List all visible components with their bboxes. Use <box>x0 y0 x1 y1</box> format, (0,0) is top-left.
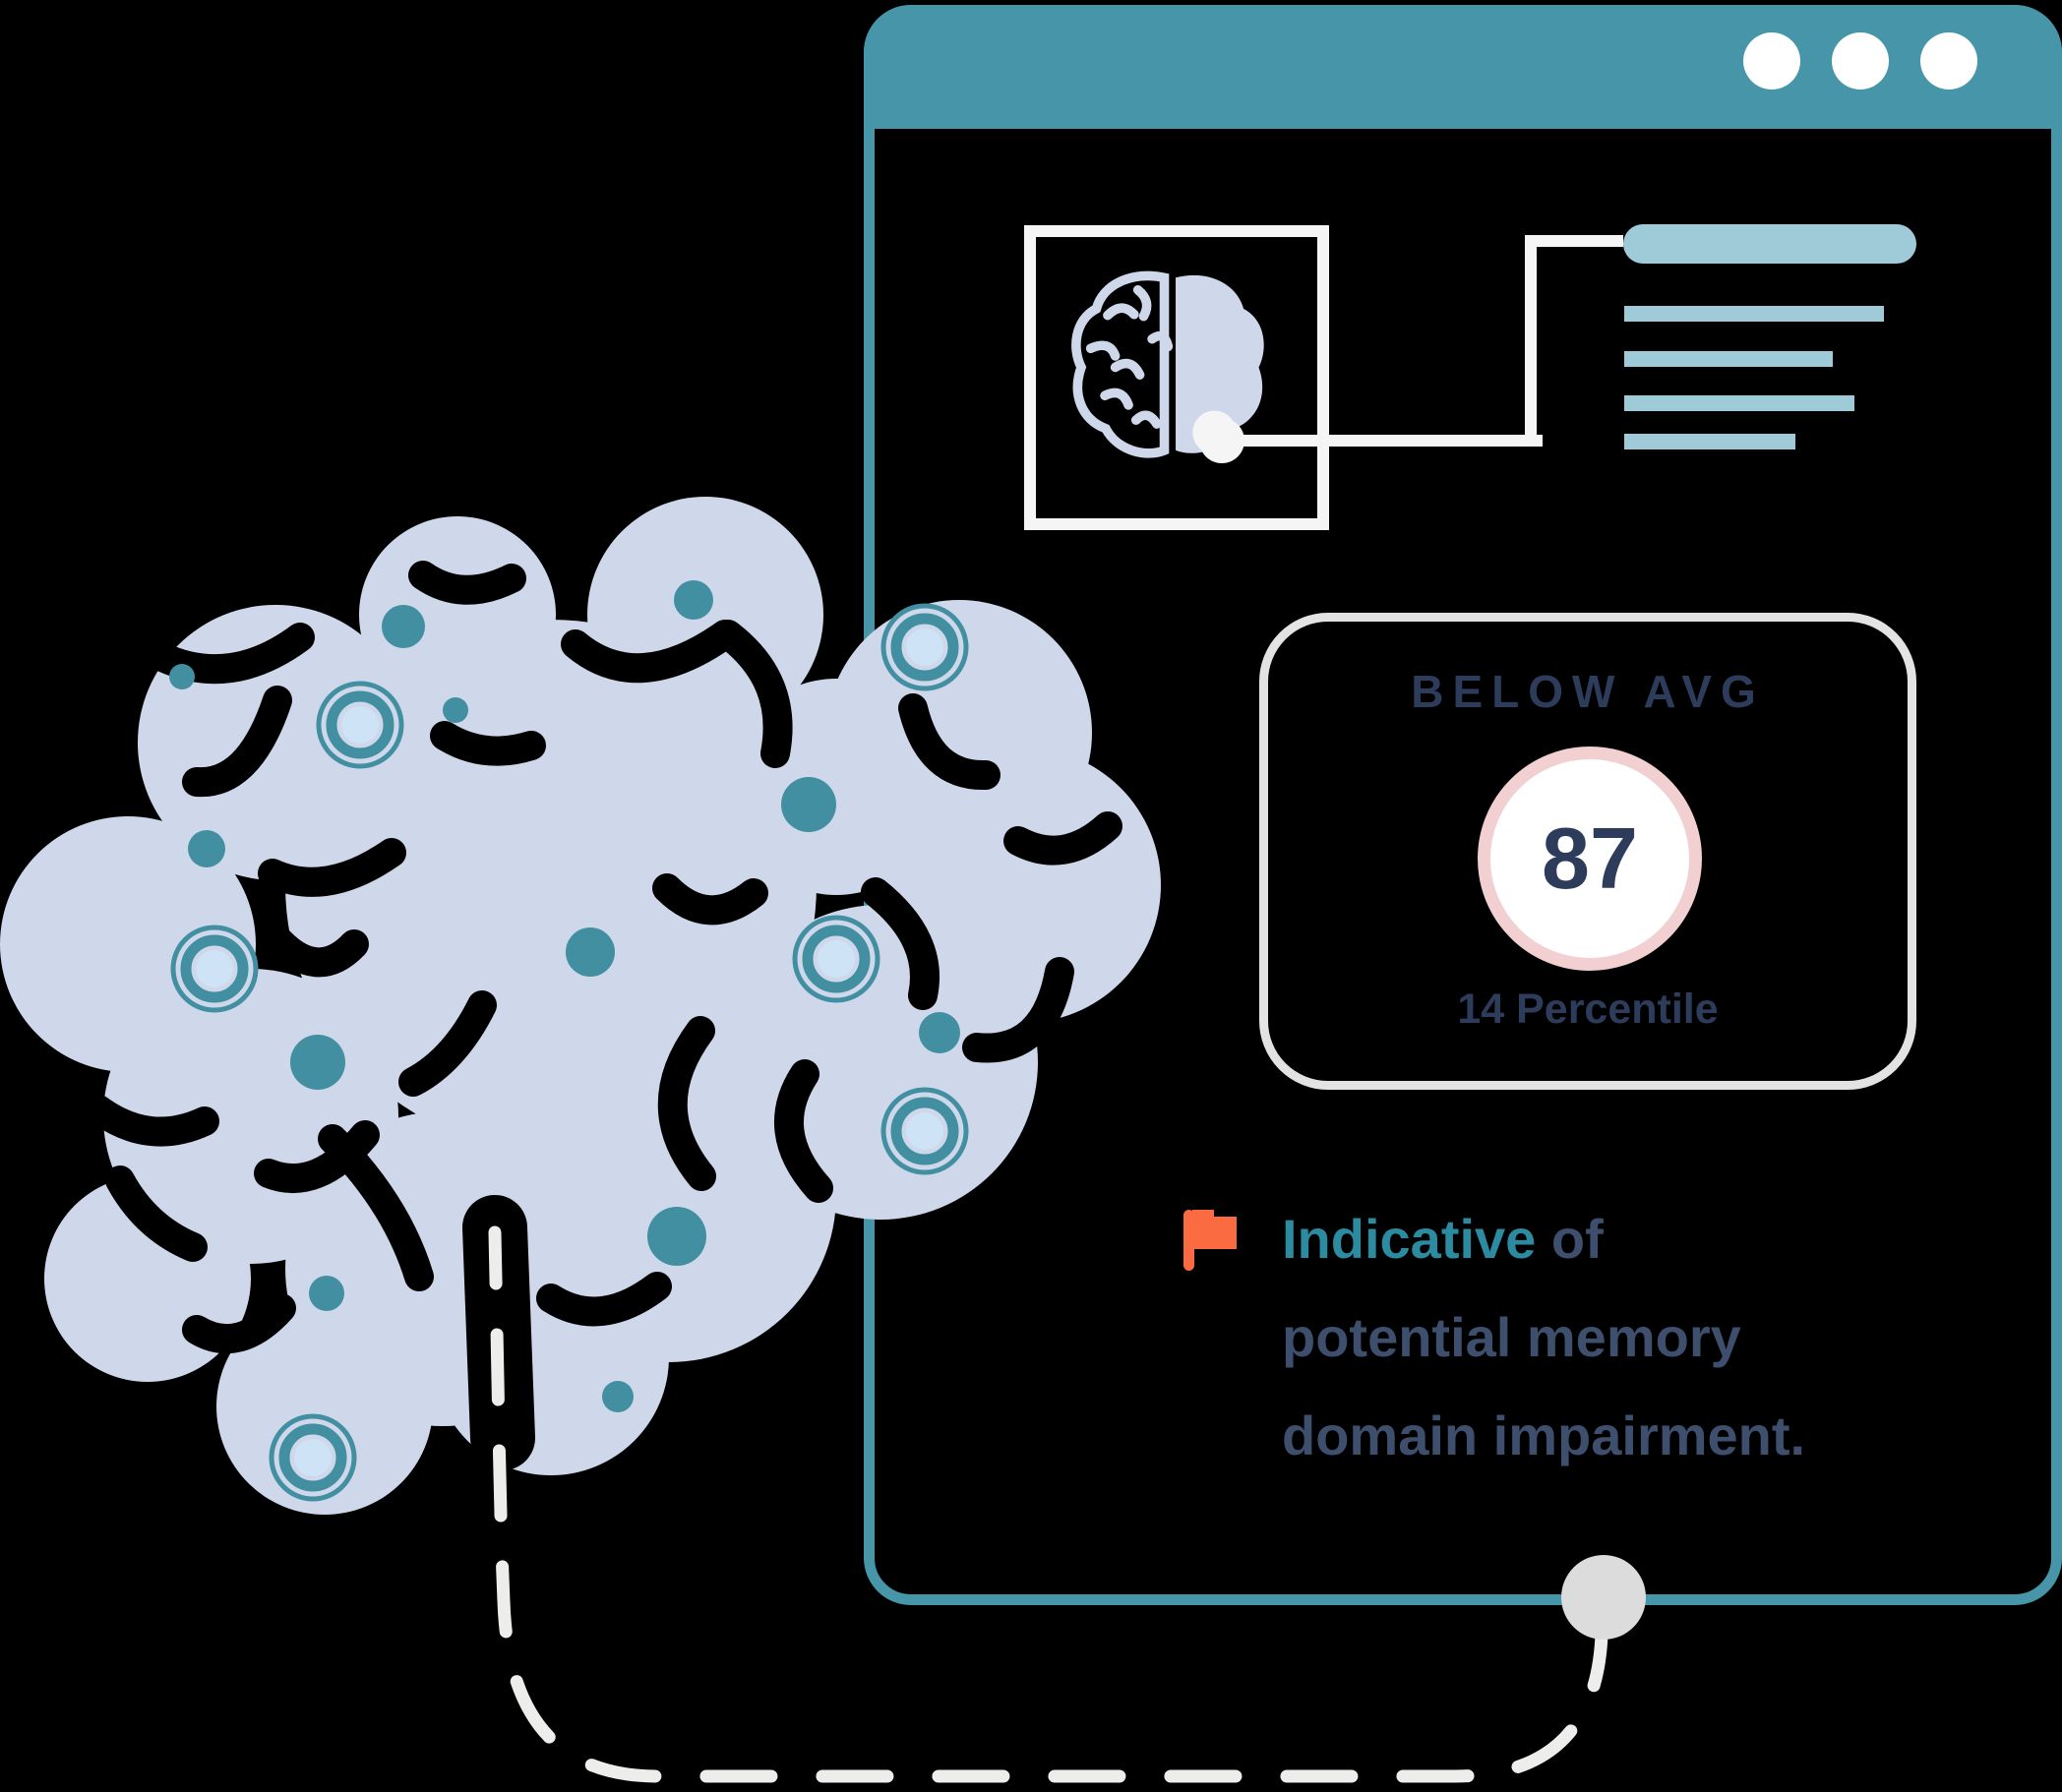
window-control-dot[interactable] <box>1832 32 1889 90</box>
skeleton-text-line <box>1624 395 1854 411</box>
neuron-dots <box>169 580 960 1412</box>
brain-left-hemisphere <box>1071 270 1174 458</box>
note-text: Indicative of potential memory domain im… <box>1282 1190 1833 1485</box>
flag-icon <box>1183 1210 1239 1278</box>
note-line-3: domain impairment. <box>1282 1404 1806 1466</box>
score-card <box>1259 613 1916 1090</box>
score-circle: 87 <box>1478 747 1702 971</box>
brain-scan-box <box>1024 225 1329 530</box>
window-controls <box>1743 32 1979 90</box>
skeleton-text-line <box>1624 351 1833 367</box>
skeleton-title-bar <box>1623 224 1916 264</box>
score-label: BELOW AVG <box>1411 666 1765 717</box>
target-rings <box>173 606 966 1499</box>
brain-icon <box>1071 270 1264 458</box>
note-highlight: Indicative <box>1282 1208 1537 1270</box>
skeleton-text-line <box>1624 306 1884 322</box>
score-percentile: 14 Percentile <box>1457 986 1719 1033</box>
window-control-dot[interactable] <box>1920 32 1977 90</box>
connector-start-dot <box>1199 418 1244 463</box>
connector-line <box>1525 235 1537 447</box>
note-line-1: Indicative of <box>1282 1208 1604 1270</box>
note-line-2: potential memory <box>1282 1306 1741 1368</box>
window-control-dot[interactable] <box>1743 32 1800 90</box>
connector-line <box>1525 235 1623 247</box>
skeleton-text-line <box>1624 434 1795 449</box>
connector-line <box>1222 435 1543 447</box>
brain-cleft <box>462 1195 535 1470</box>
score-value: 87 <box>1542 809 1638 907</box>
brain-right-hemisphere <box>1176 274 1264 453</box>
